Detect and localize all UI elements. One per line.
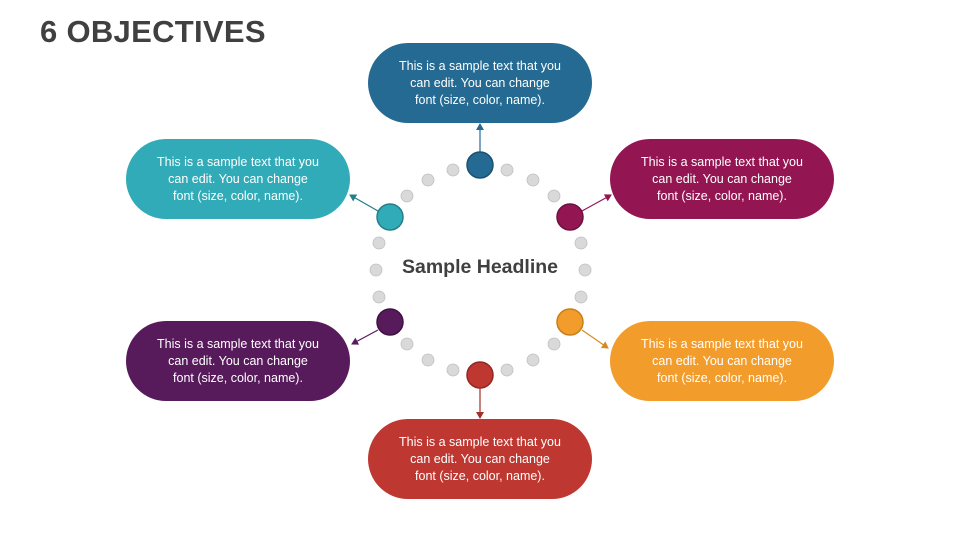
objective-text: This is a sample text that you can edit.…	[157, 336, 319, 385]
node-bottom-left	[376, 308, 404, 336]
objective-text: This is a sample text that you can edit.…	[641, 154, 803, 203]
dot-ring	[369, 163, 592, 377]
center-headline: Sample Headline	[401, 256, 559, 278]
connector-top-left	[349, 194, 379, 212]
node-bottom-right	[556, 308, 584, 336]
objective-pill-top[interactable]: This is a sample text that you can edit.…	[368, 43, 592, 123]
node-bottom	[466, 361, 494, 389]
node-top-right	[556, 203, 584, 231]
page-title: 6 OBJECTIVES	[40, 14, 266, 49]
node-top	[466, 151, 494, 179]
objective-text: This is a sample text that you can edit.…	[157, 154, 319, 203]
objective-pill-bottom[interactable]: This is a sample text that you can edit.…	[368, 419, 592, 499]
connector-bottom-right	[581, 329, 609, 349]
objective-text: This is a sample text that you can edit.…	[399, 58, 561, 107]
objective-text: This is a sample text that you can edit.…	[641, 336, 803, 385]
objective-pill-bottom-right[interactable]: This is a sample text that you can edit.…	[610, 321, 834, 401]
node-top-left	[376, 203, 404, 231]
connector-top-right	[581, 194, 612, 212]
objective-pill-bottom-left[interactable]: This is a sample text that you can edit.…	[126, 321, 350, 401]
objective-pill-top-right[interactable]: This is a sample text that you can edit.…	[610, 139, 834, 219]
objective-text: This is a sample text that you can edit.…	[399, 434, 561, 483]
connector-bottom-left	[351, 329, 379, 345]
objective-pill-top-left[interactable]: This is a sample text that you can edit.…	[126, 139, 350, 219]
